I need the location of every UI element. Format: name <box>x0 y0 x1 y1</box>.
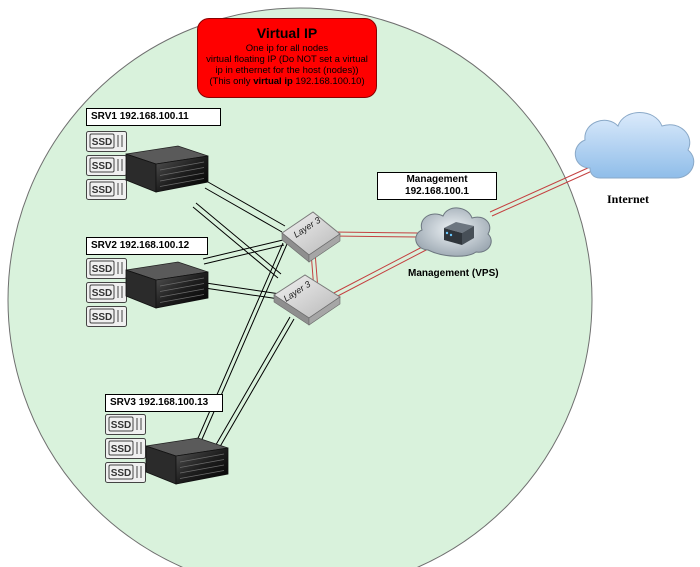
management-label-box: Management 192.168.100.1 <box>377 172 497 200</box>
link-management-internet <box>489 166 593 217</box>
server-chassis-icon[interactable] <box>125 145 209 193</box>
internet-label: Internet <box>607 192 649 206</box>
ssd-disk-icon: SSD <box>105 438 146 459</box>
ssd-label: SSD <box>111 420 132 431</box>
srv1-label: SRV1 192.168.100.11 <box>86 108 221 126</box>
management-title: Management <box>406 174 468 185</box>
ssd-label: SSD <box>111 468 132 479</box>
server-chassis-icon[interactable] <box>145 437 229 485</box>
ssd-disk-icon: SSD <box>86 258 127 279</box>
layer3-switch-1[interactable]: Layer 3 <box>281 211 341 263</box>
management-caption: Management (VPS) <box>408 268 499 279</box>
virtual-ip-line-2: virtual floating IP (Do NOT set a virtua… <box>206 54 368 65</box>
network-links <box>191 166 593 458</box>
server-2-stack: SSD SSD SSD <box>86 258 209 327</box>
virtual-ip-callout: Virtual IP One ip for all nodes virtual … <box>197 18 377 98</box>
ssd-label: SSD <box>92 288 113 299</box>
ssd-disk-icon: SSD <box>86 282 127 303</box>
ssd-disk-icon: SSD <box>86 131 127 152</box>
management-ip: 192.168.100.1 <box>405 186 469 197</box>
internet-cloud-icon <box>575 112 695 179</box>
ssd-disk-icon: SSD <box>105 462 146 483</box>
link-srv2-switch1 <box>202 239 285 265</box>
link-srv3-switch2 <box>209 316 295 458</box>
link-srv1-switch2 <box>192 202 282 279</box>
ssd-label: SSD <box>92 137 113 148</box>
server-3-stack: SSD SSD SSD <box>105 414 229 485</box>
virtual-ip-title: Virtual IP <box>256 25 318 41</box>
virtual-ip-line-4-prefix: (This only <box>209 76 254 87</box>
ssd-disk-icon: SSD <box>86 155 127 176</box>
ssd-label: SSD <box>92 264 113 275</box>
link-srv3-switch1 <box>191 242 288 454</box>
link-srv1-switch1 <box>204 181 286 233</box>
link-switch2-management <box>329 244 429 300</box>
server-chassis-icon[interactable] <box>125 261 209 309</box>
virtual-ip-line-3: ip in ethernet for the host (nodes)) <box>215 65 359 76</box>
virtual-ip-line-1: One ip for all nodes <box>245 43 329 54</box>
server-stacks: SSD SSD SSD SSD SSD SSD SSD SSD SSD <box>86 131 229 485</box>
ssd-label: SSD <box>92 185 113 196</box>
ssd-label: SSD <box>92 161 113 172</box>
srv2-label: SRV2 192.168.100.12 <box>86 237 208 255</box>
virtual-ip-line-4-suffix: 192.168.100.10) <box>292 76 365 87</box>
ssd-disk-icon: SSD <box>86 306 127 327</box>
ssd-disk-icon: SSD <box>105 414 146 435</box>
srv3-label: SRV3 192.168.100.13 <box>105 394 223 412</box>
ssd-label: SSD <box>111 444 132 455</box>
ssd-label: SSD <box>92 312 113 323</box>
server-1-stack: SSD SSD SSD <box>86 131 209 200</box>
link-switch1-management <box>332 231 419 238</box>
management-vps-icon <box>415 207 492 257</box>
virtual-ip-line-4-bold: virtual ip <box>253 76 293 87</box>
virtual-ip-line-4: (This only virtual ip 192.168.100.10) <box>198 76 376 87</box>
ssd-disk-icon: SSD <box>86 179 127 200</box>
